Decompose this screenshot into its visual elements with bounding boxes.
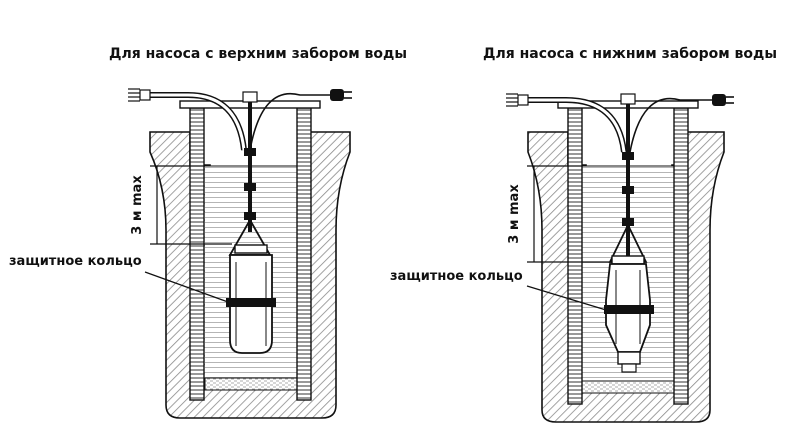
protective-ring — [604, 305, 654, 314]
panel-top-intake: Для насоса с верхним забором воды — [9, 46, 407, 419]
protective-ring — [226, 298, 276, 307]
well-bottom-filter — [204, 377, 298, 391]
hose-outlet-icon — [506, 93, 529, 107]
casing-wall-right — [296, 107, 312, 401]
suspension-rod — [620, 93, 636, 262]
casing-wall-left — [567, 107, 583, 405]
power-plug-icon — [712, 94, 734, 106]
power-plug-icon — [330, 89, 352, 101]
ring-label: защитное кольцо — [390, 269, 523, 284]
suspension-rod — [242, 91, 258, 232]
ring-label: защитное кольцо — [9, 254, 142, 269]
casing-wall-left — [189, 107, 205, 401]
depth-label: 3 м max — [130, 175, 145, 235]
panel-bottom-intake: Для насоса с нижним забором воды — [390, 46, 777, 423]
panel-title: Для насоса с верхним забором воды — [109, 46, 407, 62]
hose-outlet-icon — [128, 88, 151, 102]
power-cable — [249, 92, 330, 151]
depth-label: 3 м max — [507, 184, 522, 244]
depth-dimension — [150, 165, 232, 245]
panel-title: Для насоса с нижним забором воды — [483, 46, 777, 62]
well-bottom-filter — [581, 380, 675, 394]
ring-leader-line — [144, 271, 229, 303]
depth-dimension — [527, 165, 612, 263]
power-cable — [629, 97, 712, 153]
ring-leader-line — [526, 285, 607, 311]
casing-wall-right — [673, 107, 689, 405]
